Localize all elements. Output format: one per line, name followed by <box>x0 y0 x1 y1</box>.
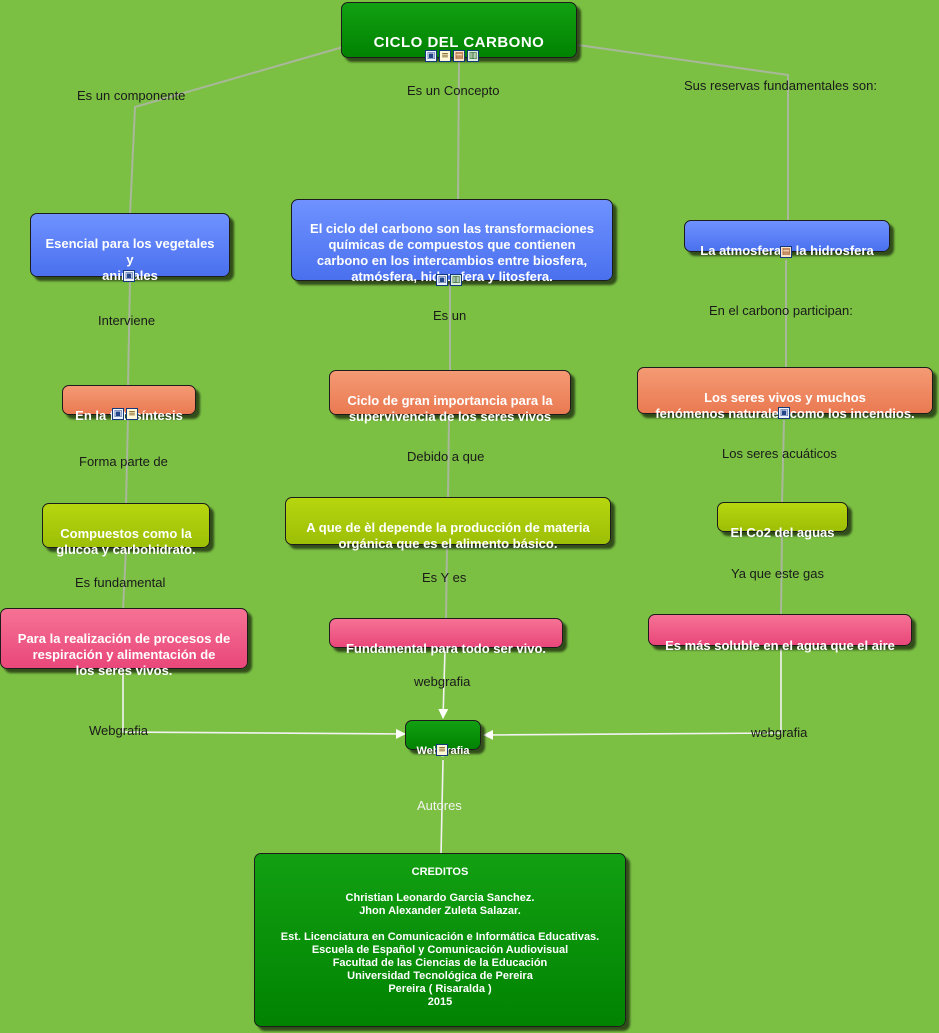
credits-school: Escuela de Español y Comunicación Audiov… <box>311 944 569 956</box>
credits-university: Universidad Tecnológica de Pereira <box>347 970 533 982</box>
link-label-interviene: Interviene <box>98 313 156 328</box>
link-label-acuaticos: Los seres acuáticos <box>722 446 837 461</box>
node-esencial[interactable]: Esencial para los vegetales y animales <box>30 213 230 283</box>
node-procesos[interactable]: Para la realización de procesos de respi… <box>0 608 248 678</box>
link-left-2 <box>125 415 129 506</box>
node-soluble[interactable]: Es más soluble en el agua que el aire <box>648 614 912 653</box>
link-root-right <box>577 44 789 220</box>
link-label-webgrafia-center: webgrafia <box>414 674 471 689</box>
link-label-es-y-es: Es Y es <box>422 570 467 585</box>
node-seres-vivos-text: Los seres vivos y muchos fenómenos natur… <box>655 390 915 421</box>
link-label-es-un: Es un <box>433 308 467 323</box>
node-co2-text: El Co2 del aguas <box>730 525 835 540</box>
atmosfera-icons: ▤ <box>780 246 792 258</box>
link-label-es-concepto: Es un Concepto <box>407 83 500 98</box>
node-seres-vivos[interactable]: Los seres vivos y muchos fenómenos natur… <box>637 367 933 421</box>
link-label-ya-que: Ya que este gas <box>731 566 824 581</box>
webgrafia-icons: ≡ <box>436 744 448 756</box>
link-label-autores: Autores <box>417 798 462 813</box>
fotosintesis-icons: ▣ ≡ <box>112 408 138 420</box>
node-materia-text: A que de èl depende la producción de mat… <box>306 520 590 551</box>
seres-vivos-icons: ▣ <box>778 407 790 419</box>
image-icon[interactable]: ▣ <box>112 408 124 420</box>
link-root-center <box>457 57 460 201</box>
web-icon[interactable]: ▤ <box>780 246 792 258</box>
note-icon[interactable]: ≡ <box>436 744 448 756</box>
credits-heading: CREDITOS <box>411 866 469 878</box>
node-procesos-text: Para la realización de procesos de respi… <box>17 631 231 678</box>
film-icon[interactable]: ▥ <box>467 50 479 62</box>
node-concepto-text: El ciclo del carbono son las transformac… <box>310 221 594 284</box>
link-label-es-componente: Es un componente <box>77 88 186 103</box>
concepto-icons: ▣ ▥ <box>436 274 462 286</box>
node-fundamental-vivo[interactable]: Fundamental para todo ser vivo. <box>329 618 563 656</box>
image-icon[interactable]: ▣ <box>123 270 135 282</box>
page-title: CICLO DEL CARBONO <box>373 34 545 51</box>
link-label-fundamental: Es fundamental <box>75 575 166 590</box>
link-center-2 <box>447 415 450 499</box>
credits-faculty: Facultad de las Ciencias de la Educación <box>332 957 548 969</box>
arrow-center-webgrafia <box>438 649 449 719</box>
image-icon[interactable]: ▣ <box>436 274 448 286</box>
arrow-left-webgrafia <box>122 671 406 739</box>
link-left-3 <box>122 547 127 611</box>
link-label-participan: En el carbono participan: <box>709 303 853 318</box>
title-icons: ▣ ≡ ▤ ▥ <box>425 50 479 62</box>
link-root-left <box>129 46 344 216</box>
node-co2[interactable]: El Co2 del aguas <box>717 502 848 540</box>
link-left-1 <box>127 277 131 388</box>
link-label-debido: Debido a que <box>407 449 485 464</box>
credits-box[interactable]: CREDITOS Christian Leonardo Garcia Sanch… <box>254 853 626 1027</box>
link-label-webgrafia-right: webgrafia <box>751 725 808 740</box>
credits-program: Est. Licenciatura en Comunicación e Info… <box>280 931 600 943</box>
note-icon[interactable]: ≡ <box>439 50 451 62</box>
link-right-2 <box>781 419 785 504</box>
link-right-3 <box>780 531 783 616</box>
node-fundamental-vivo-text: Fundamental para todo ser vivo. <box>345 641 547 656</box>
node-ciclo-importancia-text: Ciclo de gran importancia para la superv… <box>347 393 553 424</box>
image-icon[interactable]: ▣ <box>778 407 790 419</box>
credits-year: 2015 <box>427 996 453 1008</box>
credits-city: Pereira ( Risaralda ) <box>388 983 492 995</box>
credits-author-1: Christian Leonardo Garcia Sanchez. <box>345 892 535 904</box>
link-center-3 <box>445 545 448 621</box>
node-ciclo-importancia[interactable]: Ciclo de gran importancia para la superv… <box>329 370 571 424</box>
link-label-forma-parte: Forma parte de <box>79 454 168 469</box>
image-icon[interactable]: ▣ <box>425 50 437 62</box>
film-icon[interactable]: ▥ <box>450 274 462 286</box>
node-soluble-text: Es más soluble en el agua que el aire <box>665 638 895 653</box>
node-compuestos[interactable]: Compuestos como la glucoa y carbohidrato… <box>42 503 210 557</box>
esencial-icons: ▣ <box>123 270 135 282</box>
node-materia[interactable]: A que de èl depende la producción de mat… <box>285 497 611 551</box>
link-label-webgrafia-left: Webgrafia <box>89 723 149 738</box>
title-node[interactable]: CICLO DEL CARBONO <box>341 2 577 58</box>
node-concepto[interactable]: El ciclo del carbono son las transformac… <box>291 199 613 284</box>
web-icon[interactable]: ▤ <box>453 50 465 62</box>
link-label-reservas: Sus reservas fundamentales son: <box>684 78 877 93</box>
link-webgrafia-credits <box>440 759 444 856</box>
credits-author-2: Jhon Alexander Zuleta Salazar. <box>359 905 521 917</box>
node-webgrafia[interactable]: Webgrafia <box>405 720 481 757</box>
node-compuestos-text: Compuestos como la glucoa y carbohidrato… <box>56 526 196 557</box>
arrow-right-webgrafia <box>483 648 782 740</box>
note-icon[interactable]: ≡ <box>126 408 138 420</box>
